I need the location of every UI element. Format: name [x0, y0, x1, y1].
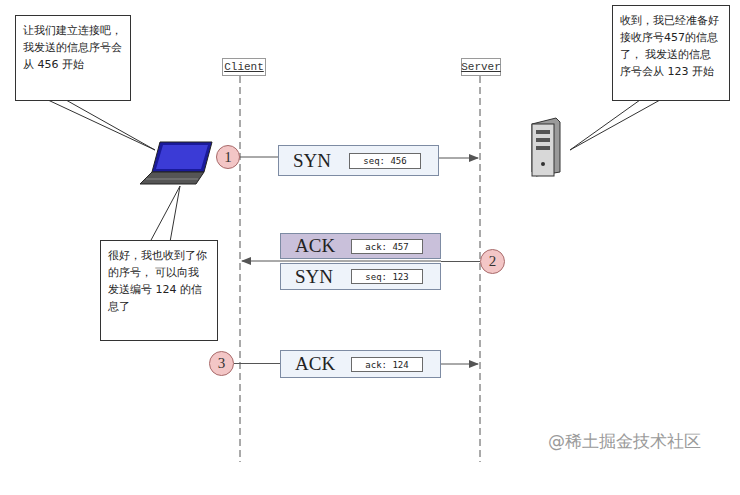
laptop-icon	[140, 142, 212, 184]
node-text: 1	[224, 149, 232, 166]
field-box: seq: 456	[349, 153, 421, 169]
node-text: Client	[224, 61, 264, 73]
message-box: SYN seq: 123	[280, 263, 441, 290]
speech-bubble: 很好，我也收到了你的序号， 可以向我发送编号 124 的信息了	[100, 240, 218, 341]
server-lifeline	[480, 76, 481, 462]
node-text: 2	[489, 253, 497, 270]
step-circle: 2	[480, 249, 505, 274]
node-text: 3	[218, 355, 226, 372]
client-lifeline	[240, 76, 241, 462]
message-box: ACK ack: 457	[280, 233, 441, 259]
node-text: SYN	[295, 266, 333, 288]
connector	[234, 363, 280, 364]
field-box: ack: 124	[351, 357, 423, 372]
node-text: 很好，我也收到了你的序号， 可以向我发送编号 124 的信息了	[108, 249, 207, 313]
node-text: 收到，我已经准备好接收序号457的信息了， 我发送的信息序号会从 123 开始	[620, 14, 719, 78]
speech-bubble: 收到，我已经准备好接收序号457的信息了， 我发送的信息序号会从 123 开始	[612, 5, 730, 101]
node-text: seq: 123	[365, 272, 408, 282]
step-circle: 1	[216, 145, 240, 169]
connector	[441, 261, 480, 262]
field-box: seq: 123	[351, 269, 423, 284]
speech-bubble: 让我们建立连接吧，我发送的信息序号会从 456 开始	[15, 15, 131, 101]
connector	[240, 157, 278, 158]
node-text: ACK	[295, 353, 335, 375]
node-text: ACK	[295, 235, 335, 257]
bubble-tail	[150, 186, 180, 242]
message-box: ACK ack: 124	[280, 350, 441, 378]
bubble-tail	[570, 100, 660, 150]
bubble-tail	[48, 100, 155, 150]
node-text: seq: 456	[363, 156, 406, 166]
node-text: 让我们建立连接吧，我发送的信息序号会从 456 开始	[23, 24, 122, 71]
step-circle: 3	[209, 351, 234, 376]
node-text: Server	[461, 61, 501, 73]
server-icon	[532, 118, 560, 176]
message-arrow	[439, 158, 478, 159]
watermark: @稀土掘金技术社区	[548, 430, 701, 453]
actor-box: Client	[222, 58, 266, 76]
message-box: SYN seq: 456	[278, 145, 439, 176]
node-text: ack: 124	[365, 360, 408, 370]
field-box: ack: 457	[351, 239, 423, 254]
actor-box: Server	[461, 58, 501, 76]
message-arrow	[242, 261, 441, 262]
node-text: SYN	[293, 150, 331, 172]
message-arrow	[441, 364, 478, 365]
node-text: ack: 457	[365, 242, 408, 252]
